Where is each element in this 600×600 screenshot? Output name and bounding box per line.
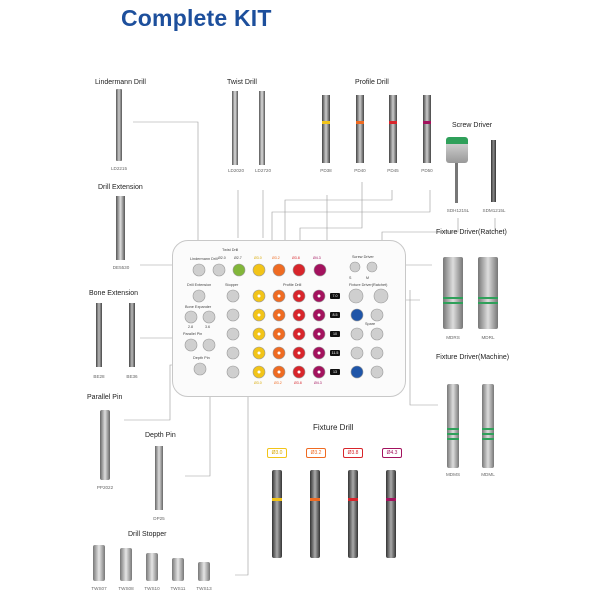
tray-label-drill-extension: Drill Extension [187,283,212,287]
fixture-diameter-1: Ø3.0 [267,448,287,458]
bone-code-1: BE28 [93,374,105,379]
tray-bone-size-2: 3.6 [205,325,210,329]
tray-bottom-size-3: Ø3.8 [294,381,302,385]
tray-bottom-size-4: Ø4.3 [314,381,322,385]
profile-code-3: PD45 [387,168,399,173]
ratchet-code-1: MDRS [446,335,460,340]
twist-code-2: LD2720 [254,168,272,173]
ratchet-driver-image-1 [443,257,463,329]
stopper-image-5 [198,562,210,581]
tray-label-stopper: Stopper [225,283,239,287]
twist-drill-image-2 [259,91,265,165]
lindermann-drill-title: Lindermann Drill [95,79,146,86]
parallel-pin-title: Parallel Pin [87,394,123,401]
tray-label-spare: Spare [365,322,376,326]
profile-drill-image-2 [356,95,364,163]
tray-twist-size-1: Ø2.0 [218,256,226,260]
fixture-drill-image-3 [348,470,358,558]
tray-twist-size-2: Ø2.7 [234,256,242,260]
stopper-code-5: TWS13 [196,586,212,591]
drill-extension-title: Drill Extension [98,184,143,191]
machine-code-1: MDMS [445,472,461,477]
tray-size-s: S [349,276,352,280]
tray-label-bone-expander: Bone Expander [185,305,212,309]
screw-code-2: SDM1215L [482,208,506,213]
ratchet-driver-image-2 [478,257,498,329]
tray-top-size-1: Ø3.0 [254,256,262,260]
fixture-diameter-2: Ø3.2 [306,448,326,458]
parallel-code: PP2022 [96,485,114,490]
screw-code-1: SDH1215L [446,208,470,213]
fixture-diameter-4: Ø4.3 [382,448,402,458]
stopper-image-4 [172,558,184,581]
tray-bone-size-1: 2.8 [188,325,193,329]
depth-pin-image [155,446,163,510]
twist-code-1: LD2020 [227,168,245,173]
tray-row-tag-1: 7.0 [330,293,340,299]
machine-driver-image-1 [447,384,459,468]
drill-extension-image [116,196,125,260]
parallel-pin-image [100,410,110,480]
stopper-code-4: TWS11 [170,586,186,591]
fixture-drill-image-1 [272,470,282,558]
tray-top-size-2: Ø3.2 [272,256,280,260]
tray-row-tag-2: 8.5 [330,312,340,318]
ratchet-code-2: MDRL [481,335,495,340]
tray-label-twist: Twist Drill [222,248,239,252]
tray-label-fixture-driver: Fixture Driver(Ratchet) [349,283,388,287]
tray-label-parallel: Parallel Pin [183,332,203,336]
fixture-drill-image-4 [386,470,396,558]
fixture-diameter-3: Ø3.8 [343,448,363,458]
tray-row-tag-3: 10 [330,331,340,337]
profile-code-1: PD38 [320,168,332,173]
fixture-driver-machine-title: Fixture Driver(Machine) [436,354,510,361]
depth-code: DP25 [153,516,165,521]
tray-label-lindermann: Lindermann Drill [190,257,218,261]
bone-code-2: BE36 [126,374,138,379]
twist-drill-title: Twist Drill [227,79,257,86]
stopper-code-2: TWS08 [118,586,134,591]
tray-bottom-size-1: Ø3.0 [254,381,262,385]
stopper-image-1 [93,545,105,581]
screw-driver-image-2 [491,140,496,202]
tray-label-profile: Profile Drill [283,283,302,287]
tray-row-tag-5: 13 [330,369,340,375]
stopper-code-1: TWS07 [91,586,107,591]
tray-label-screw-driver: Screw Driver [352,255,374,259]
machine-code-2: MDML [481,472,495,477]
fixture-drill-title: Fixture Drill [313,423,354,432]
bone-extension-image-1 [96,303,102,367]
extension-code: DE5530 [112,265,130,270]
stopper-code-3: TWS10 [144,586,160,591]
drill-stopper-title: Drill Stopper [128,531,167,538]
fixture-drill-image-2 [310,470,320,558]
lindermann-drill-image [116,89,122,161]
screw-driver-shaft-1 [455,163,458,203]
machine-driver-image-2 [482,384,494,468]
profile-drill-image-1 [322,95,330,163]
tray-row-tag-4: 11.5 [330,350,340,356]
page-title: Complete KIT [121,5,272,31]
stopper-image-2 [120,548,132,581]
tray-bottom-size-2: Ø3.2 [274,381,282,385]
fixture-driver-ratchet-title: Fixture Driver(Ratchet) [436,229,507,236]
profile-drill-title: Profile Drill [355,79,389,86]
stopper-image-3 [146,553,158,581]
profile-drill-image-3 [389,95,397,163]
profile-code-2: PD40 [354,168,366,173]
profile-drill-image-4 [423,95,431,163]
twist-drill-image-1 [232,91,238,165]
screw-driver-image-1 [446,137,468,163]
profile-code-4: PD50 [421,168,433,173]
tray-label-depth: Depth Pin [193,356,210,360]
tray-top-size-3: Ø3.8 [292,256,300,260]
tray-size-m: M [366,276,369,280]
lindermann-code: LD2215 [110,166,128,171]
screw-driver-title: Screw Driver [452,122,493,129]
bone-extension-image-2 [129,303,135,367]
depth-pin-title: Depth Pin [145,432,176,439]
tray-top-size-4: Ø4.3 [313,256,321,260]
bone-extension-title: Bone Extension [89,290,139,297]
